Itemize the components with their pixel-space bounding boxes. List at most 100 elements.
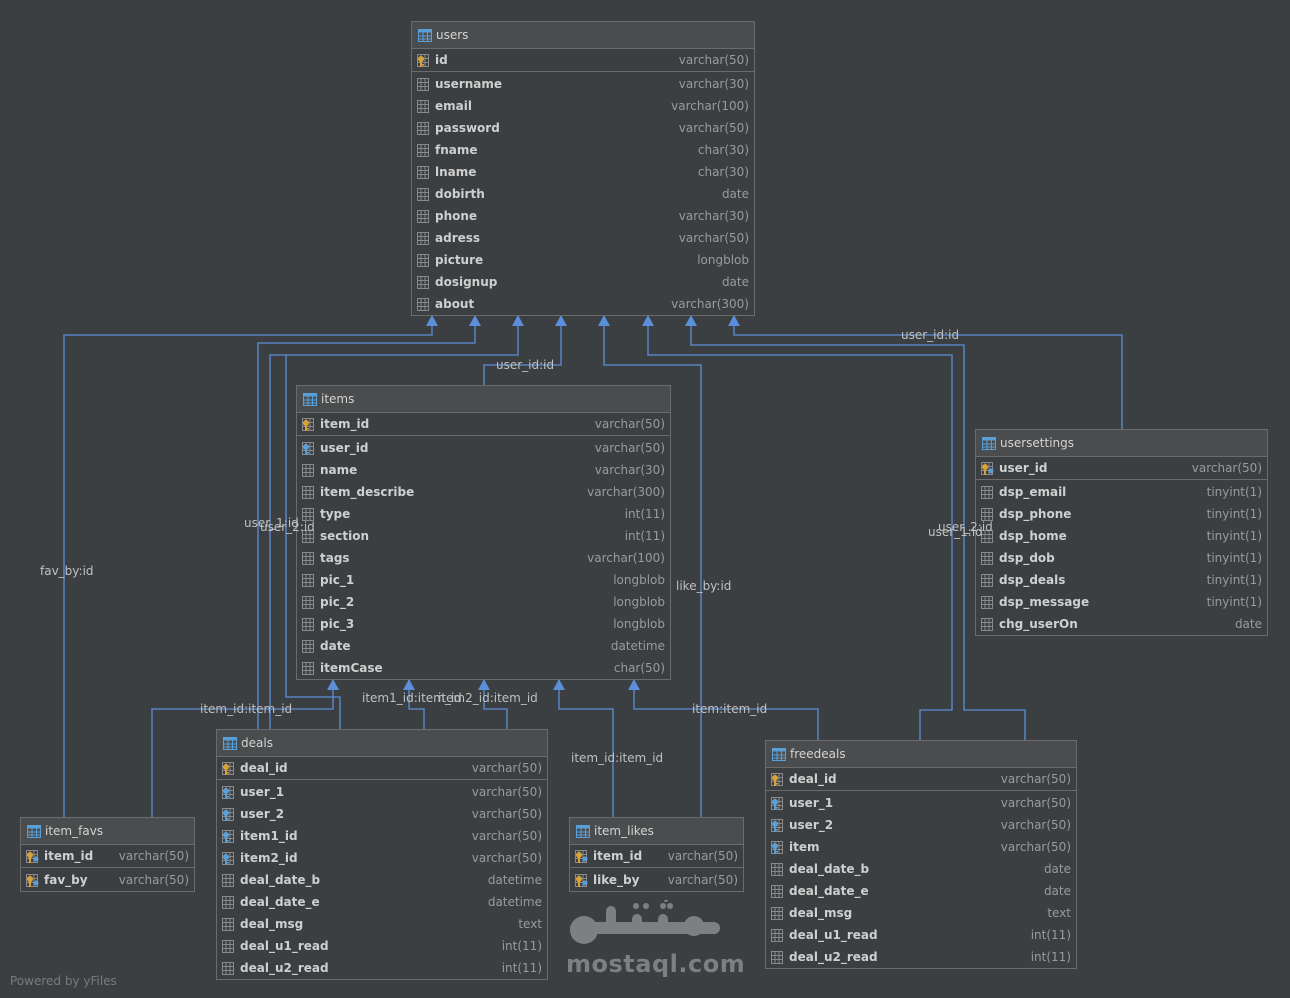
column-row[interactable]: dsp_deals tinyint(1) [976,569,1267,591]
table-header[interactable]: item_likes [570,818,743,845]
key-icon [26,873,39,887]
column-icon [302,595,314,609]
column-type: varchar(50) [471,761,542,775]
column-name: user_1 [789,796,834,810]
column-row[interactable]: deal_date_e datetime [217,891,547,913]
column-row[interactable]: chg_userOn date [976,613,1267,635]
table-freedeals[interactable]: freedeals deal_id varchar(50) user_1 var… [765,740,1077,969]
column-row[interactable]: deal_date_b datetime [217,869,547,891]
column-type: date [721,187,749,201]
column-row[interactable]: password varchar(50) [412,117,754,139]
table-items[interactable]: items item_id varchar(50) user_id varcha… [296,385,671,680]
column-row[interactable]: deal_u1_read int(11) [217,935,547,957]
table-users[interactable]: users id varchar(50) username varchar(30… [411,21,755,316]
column-row[interactable]: item_describe varchar(300) [297,481,670,503]
column-row[interactable]: name varchar(30) [297,459,670,481]
column-row[interactable]: pic_3 longblob [297,613,670,635]
edge-label: fav_by:id [40,564,94,578]
column-type: varchar(50) [594,441,665,455]
column-row[interactable]: dobirth date [412,183,754,205]
column-row[interactable]: deal_date_e date [766,880,1076,902]
column-type: tinyint(1) [1206,595,1262,609]
column-row[interactable]: deal_u1_read int(11) [766,924,1076,946]
column-row[interactable]: item_id varchar(50) [297,413,670,436]
column-row[interactable]: user_2 varchar(50) [766,814,1076,836]
column-type: longblob [613,573,665,587]
table-item-favs[interactable]: item_favs item_id varchar(50) fav_by var… [20,817,195,892]
table-deals[interactable]: deals deal_id varchar(50) user_1 varchar… [216,729,548,980]
edge-label: user_2:id [938,520,993,534]
column-icon [981,529,993,543]
column-row[interactable]: email varchar(100) [412,95,754,117]
column-row[interactable]: lname char(30) [412,161,754,183]
column-row[interactable]: dsp_home tinyint(1) [976,525,1267,547]
table-item-likes[interactable]: item_likes item_id varchar(50) like_by v… [569,817,744,892]
column-row[interactable]: id varchar(50) [412,49,754,72]
column-row[interactable]: item1_id varchar(50) [217,825,547,847]
edge-deals-user1 [257,315,481,729]
column-row[interactable]: deal_msg text [217,913,547,935]
column-row[interactable]: deal_date_b date [766,858,1076,880]
column-type: tinyint(1) [1206,485,1262,499]
column-row[interactable]: adress varchar(50) [412,227,754,249]
column-row[interactable]: like_by varchar(50) [570,869,743,891]
column-name: item_id [593,849,643,863]
column-row[interactable]: fav_by varchar(50) [21,869,194,891]
column-name: dsp_phone [999,507,1072,521]
primary-key-icon [222,761,234,775]
column-row[interactable]: deal_id varchar(50) [766,768,1076,791]
column-row[interactable]: deal_u2_read int(11) [766,946,1076,968]
column-row[interactable]: dsp_dob tinyint(1) [976,547,1267,569]
column-row[interactable]: item_id varchar(50) [570,845,743,868]
column-row[interactable]: tags varchar(100) [297,547,670,569]
table-usersettings[interactable]: usersettings user_id varchar(50) dsp_ema… [975,429,1268,636]
column-row[interactable]: itemCase char(50) [297,657,670,679]
column-row[interactable]: user_id varchar(50) [297,437,670,459]
foreign-key-icon [222,829,234,843]
column-type: varchar(50) [1000,818,1071,832]
column-icon [981,507,993,521]
table-header[interactable]: users [412,22,754,49]
column-row[interactable]: section int(11) [297,525,670,547]
column-row[interactable]: picture longblob [412,249,754,271]
column-icon [302,639,314,653]
column-row[interactable]: user_id varchar(50) [976,457,1267,480]
table-icon [982,436,996,450]
column-row[interactable]: deal_id varchar(50) [217,757,547,780]
table-header[interactable]: freedeals [766,741,1076,768]
column-type: varchar(30) [678,77,749,91]
column-row[interactable]: dsp_email tinyint(1) [976,481,1267,503]
column-row[interactable]: item_id varchar(50) [21,845,194,868]
column-row[interactable]: user_1 varchar(50) [766,792,1076,814]
column-row[interactable]: deal_u2_read int(11) [217,957,547,979]
column-row[interactable]: phone varchar(30) [412,205,754,227]
column-name: id [435,53,448,67]
column-row[interactable]: item2_id varchar(50) [217,847,547,869]
column-name: dsp_message [999,595,1090,609]
arrowhead-icon [553,679,565,690]
table-header[interactable]: deals [217,730,547,757]
column-row[interactable]: type int(11) [297,503,670,525]
column-row[interactable]: pic_1 longblob [297,569,670,591]
arrowhead-icon [598,315,610,326]
column-row[interactable]: deal_msg text [766,902,1076,924]
column-icon [302,485,314,499]
arrowhead-icon [642,315,654,326]
table-header[interactable]: usersettings [976,430,1267,457]
column-name: chg_userOn [999,617,1078,631]
column-row[interactable]: about varchar(300) [412,293,754,315]
column-icon [981,617,993,631]
table-header[interactable]: items [297,386,670,413]
column-row[interactable]: dosignup date [412,271,754,293]
column-row[interactable]: date datetime [297,635,670,657]
column-row[interactable]: user_1 varchar(50) [217,781,547,803]
column-row[interactable]: user_2 varchar(50) [217,803,547,825]
table-header[interactable]: item_favs [21,818,194,845]
column-name: item_describe [320,485,415,499]
column-row[interactable]: dsp_message tinyint(1) [976,591,1267,613]
column-row[interactable]: fname char(30) [412,139,754,161]
column-row[interactable]: pic_2 longblob [297,591,670,613]
column-row[interactable]: dsp_phone tinyint(1) [976,503,1267,525]
column-row[interactable]: username varchar(30) [412,73,754,95]
column-row[interactable]: item varchar(50) [766,836,1076,858]
